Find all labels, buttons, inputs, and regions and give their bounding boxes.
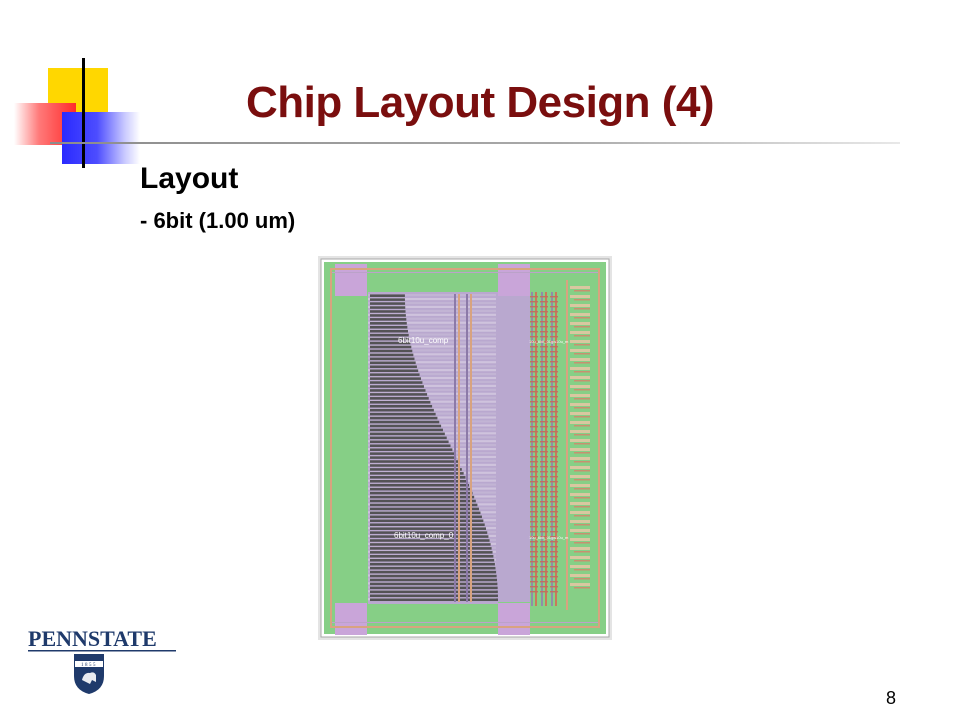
small-label-top: 10u_6bit_01gw10u_m bbox=[529, 339, 569, 344]
logo-year: 1855 bbox=[81, 663, 97, 668]
page-number: 8 bbox=[886, 688, 897, 708]
title-divider-line bbox=[50, 142, 900, 144]
routing-columns bbox=[530, 280, 590, 610]
section-heading: Layout bbox=[140, 162, 239, 195]
cell-label-bottom: 6bit10u_comp_0 bbox=[394, 531, 454, 540]
logo-wordmark: PENNSTATE bbox=[28, 626, 157, 651]
slide-title: Chip Layout Design (4) bbox=[245, 78, 715, 127]
blue-accent-square bbox=[62, 112, 140, 164]
chip-layout-image: 6bit10u_comp 6bit10u_comp_0 10u_6bit_01g… bbox=[318, 256, 612, 640]
section-subheading: - 6bit (1.00 um) bbox=[140, 208, 296, 233]
small-label-bottom: 10u_6bit_01gw10u_m bbox=[529, 535, 569, 540]
pennstate-logo: PENNSTATE 1855 bbox=[28, 626, 176, 694]
cell-label-top: 6bit10u_comp bbox=[398, 336, 449, 345]
vertical-accent-line bbox=[82, 58, 85, 168]
comparator-stripes bbox=[368, 294, 498, 602]
